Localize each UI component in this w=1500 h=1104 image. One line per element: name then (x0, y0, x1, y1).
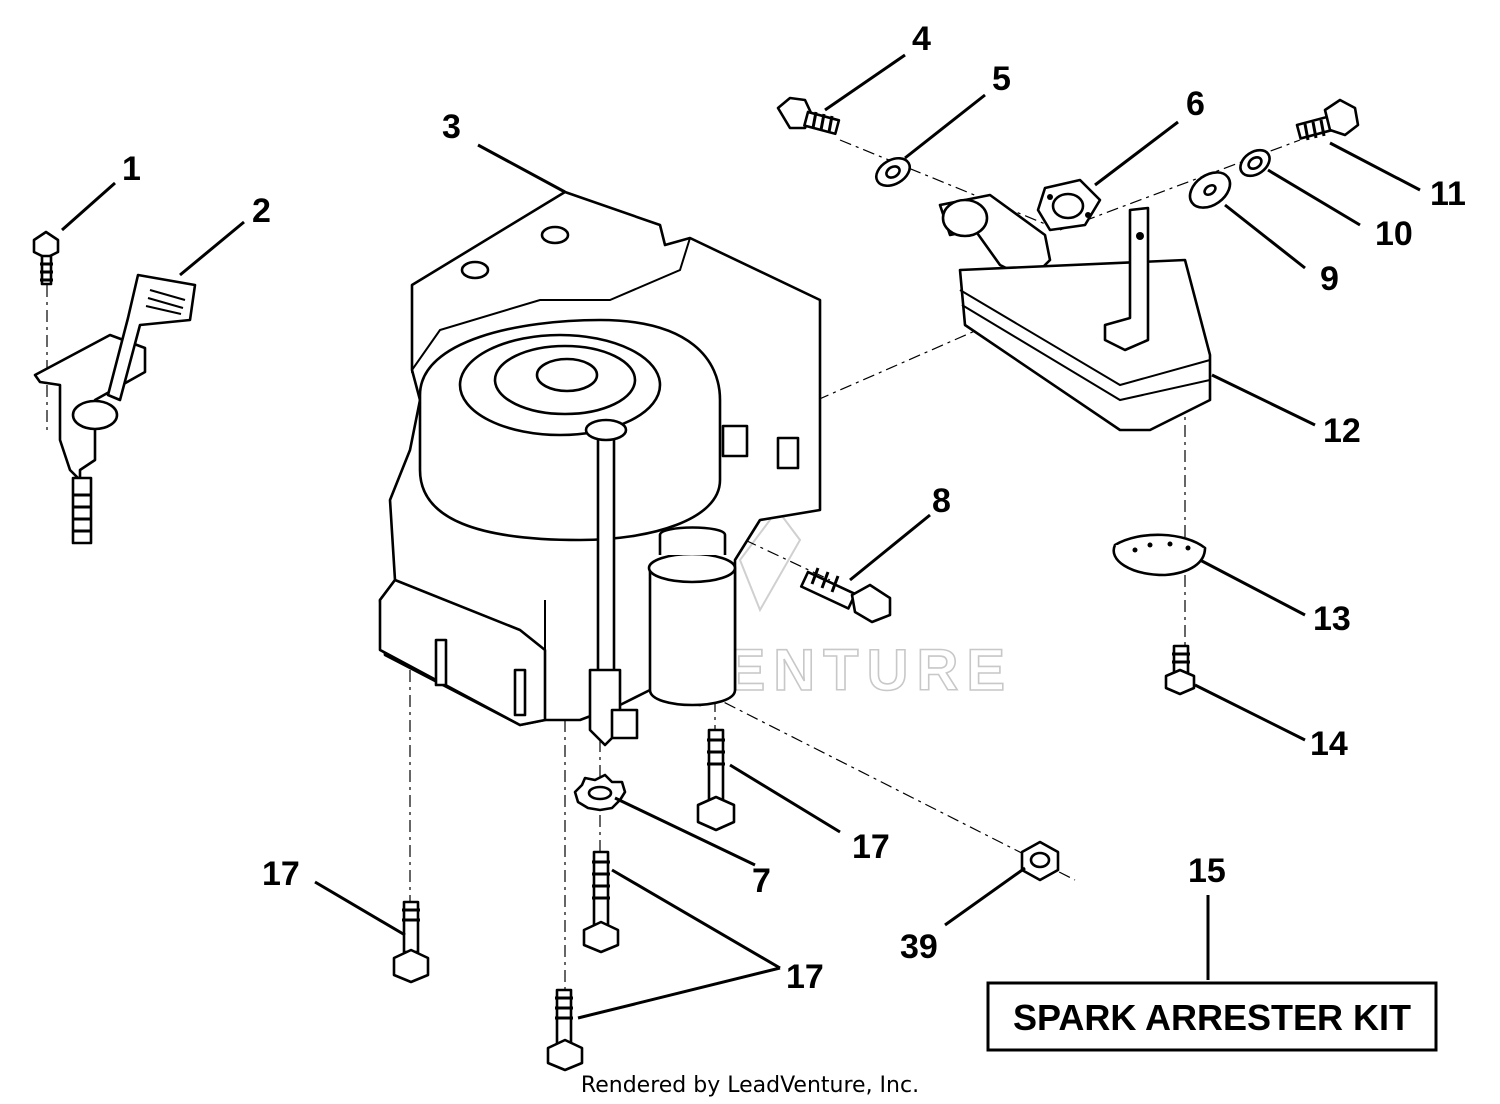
callout-12: 12 (1323, 412, 1361, 450)
callout-39: 39 (900, 928, 938, 966)
callout-2: 2 (252, 192, 271, 230)
part-17-bolt-2 (582, 850, 620, 954)
part-17-bolt-1 (696, 728, 736, 832)
callout-4: 4 (912, 20, 931, 58)
part-6-gasket (1036, 178, 1102, 232)
spark-arrester-kit-label: SPARK ARRESTER KIT (1013, 997, 1411, 1038)
callout-14: 14 (1310, 725, 1348, 763)
callout-11: 11 (1430, 175, 1466, 213)
leader-lines (61, 53, 1421, 1020)
callout-15: 15 (1188, 852, 1226, 890)
part-10-lock-washer (1239, 148, 1271, 178)
part-3-engine (378, 190, 822, 747)
callout-6: 6 (1186, 85, 1205, 123)
part-11-bolt (1295, 98, 1360, 141)
part-4-bolt (776, 96, 841, 136)
part-13-screen (1112, 533, 1207, 577)
part-1-bolt (32, 230, 60, 286)
callout-10: 10 (1375, 215, 1413, 253)
callout-17-a: 17 (852, 828, 890, 866)
part-17-bolt-4 (546, 988, 584, 1072)
callout-5: 5 (992, 60, 1011, 98)
part-2-throttle-control (33, 273, 197, 545)
part-12-muffler (938, 193, 1212, 432)
callout-7: 7 (752, 862, 771, 900)
part-14-screw (1164, 644, 1196, 696)
callout-17-b: 17 (262, 855, 300, 893)
part-7-star-washer (573, 773, 627, 812)
part-39-nut (1020, 840, 1060, 882)
footer-credit: Rendered by LeadVenture, Inc. (581, 1073, 919, 1098)
callout-9: 9 (1320, 260, 1339, 298)
part-9-washer (1188, 171, 1232, 209)
callouts: 1 2 3 4 5 6 7 8 9 10 11 12 13 14 15 17 1… (122, 20, 1466, 996)
part-17-bolt-3 (392, 900, 430, 984)
spark-arrester-kit-box: SPARK ARRESTER KIT (986, 981, 1438, 1052)
callout-17-c: 17 (786, 958, 824, 996)
callout-3: 3 (442, 108, 461, 146)
part-8-bolt (799, 567, 892, 624)
callout-8: 8 (932, 482, 951, 520)
callout-1: 1 (122, 150, 141, 188)
part-5-washer (874, 156, 912, 188)
callout-13: 13 (1313, 600, 1351, 638)
